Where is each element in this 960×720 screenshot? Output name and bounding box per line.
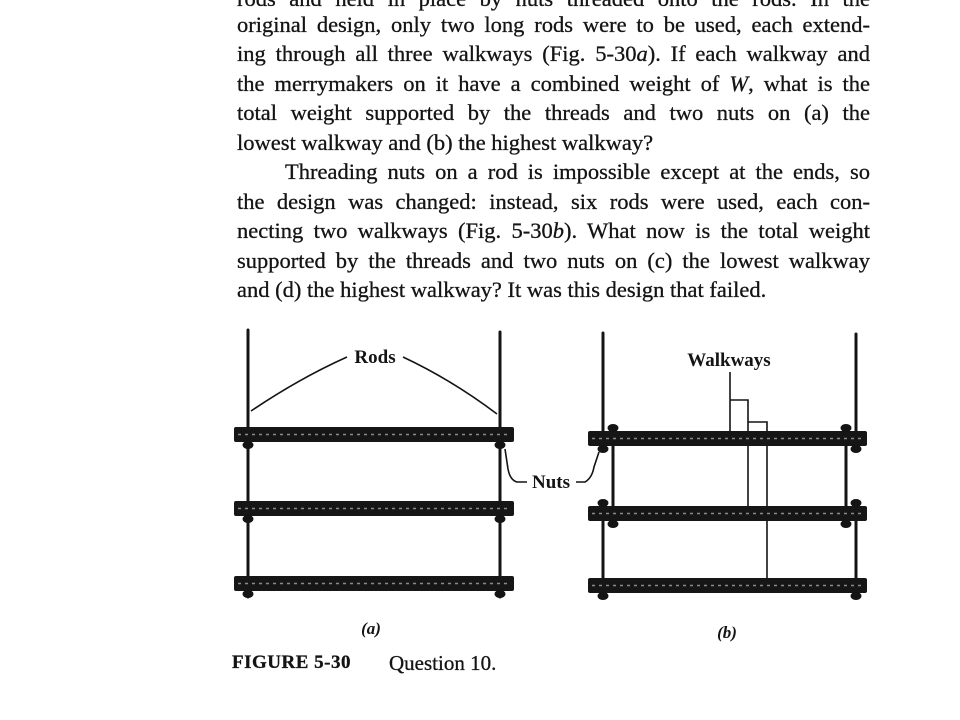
text-line: supported by the threads and two nuts on…: [237, 246, 870, 276]
nut: [850, 445, 862, 453]
nut: [242, 515, 254, 523]
paragraph: rods and held in place by nuts threaded …: [237, 0, 870, 157]
nuts-callout: Nuts: [504, 448, 600, 493]
walkway-middle: [234, 501, 514, 516]
text-run: the merrymakers on it have a combined we…: [237, 70, 730, 96]
text-run: the design was changed: instead, six rod…: [237, 188, 870, 214]
text-run: , what is the: [748, 70, 871, 96]
panel-b: Walkways (b): [588, 331, 867, 642]
nuts-leader-left: [504, 448, 527, 483]
figure-caption-label: FIGURE 5-30: [232, 652, 351, 673]
walkway-bottom: [234, 576, 514, 591]
text-line: rods and held in place by nuts threaded …: [237, 0, 870, 10]
panel-a: Rods (a): [234, 328, 514, 638]
nuts-label: Nuts: [532, 472, 570, 493]
text-line: total weight supported by the threads an…: [237, 98, 870, 128]
text-run: total weight supported by the threads an…: [237, 100, 870, 125]
walkway-bottom: [588, 578, 867, 593]
text-line: and (d) the highest walkway? It was this…: [237, 275, 870, 305]
italic-symbol: b: [552, 218, 565, 243]
nut: [494, 515, 506, 523]
figure-caption: FIGURE 5-30 Question 10.: [232, 649, 632, 677]
text-run: and (d) the highest walkway? It was this…: [237, 277, 767, 302]
rods-leader-left: [250, 356, 348, 412]
nut: [607, 520, 619, 528]
nut: [597, 499, 609, 507]
rods-label: Rods: [354, 347, 395, 368]
figure-caption-text: Question 10.: [389, 651, 497, 675]
nut: [242, 590, 254, 598]
walkways-leader-bottom: [748, 421, 768, 579]
panel-a-caption: (a): [361, 619, 381, 638]
nuts-leader-right: [576, 451, 600, 483]
nut: [850, 499, 862, 507]
figure-5-30: Rods (a): [234, 328, 867, 642]
panel-b-caption: (b): [717, 623, 737, 642]
text-run: supported by the threads and two nuts on…: [237, 247, 870, 273]
text-line: Threading nuts on a rod is impossible ex…: [237, 157, 870, 187]
text-run: ing through all three walkways (Fig. 5-3…: [237, 41, 637, 66]
text-line: necting two walkways (Fig. 5-30b). What …: [237, 216, 870, 246]
walkways-leader-middle: [730, 399, 749, 507]
nut: [494, 590, 506, 598]
text-run: ). If each walkway and: [647, 41, 871, 66]
paragraph: Threading nuts on a rod is impossible ex…: [237, 157, 870, 305]
text-run: necting two walkways (Fig. 5-30: [237, 218, 553, 243]
text-run: original design, only two long rods were…: [237, 11, 870, 37]
rods-leader-right: [402, 356, 498, 415]
walkway-top: [234, 427, 514, 442]
italic-symbol: W: [729, 70, 749, 96]
italic-symbol: a: [636, 41, 648, 66]
nut: [494, 441, 506, 449]
text-line: the design was changed: instead, six rod…: [237, 187, 870, 217]
nut: [607, 424, 619, 432]
nut: [850, 592, 862, 600]
text-run: ). What now is the total weight: [563, 218, 870, 243]
walkway-top: [588, 431, 867, 446]
nut: [597, 445, 609, 453]
walkway-middle: [588, 506, 867, 521]
text-line: ing through all three walkways (Fig. 5-3…: [237, 39, 870, 69]
walkways-label: Walkways: [687, 350, 770, 371]
nut: [840, 424, 852, 432]
text-line: lowest walkway and (b) the highest walkw…: [237, 128, 870, 158]
text-run: lowest walkway and (b) the highest walkw…: [237, 129, 654, 155]
nut: [840, 520, 852, 528]
question-text: rods and held in place by nuts threaded …: [237, 0, 870, 305]
nut: [597, 592, 609, 600]
text-run: rods and held in place by nuts threaded …: [237, 0, 870, 11]
nut: [242, 441, 254, 449]
text-line: the merrymakers on it have a combined we…: [237, 69, 870, 99]
text-line: original design, only two long rods were…: [237, 10, 870, 40]
text-run: Threading nuts on a rod is impossible ex…: [285, 159, 870, 184]
